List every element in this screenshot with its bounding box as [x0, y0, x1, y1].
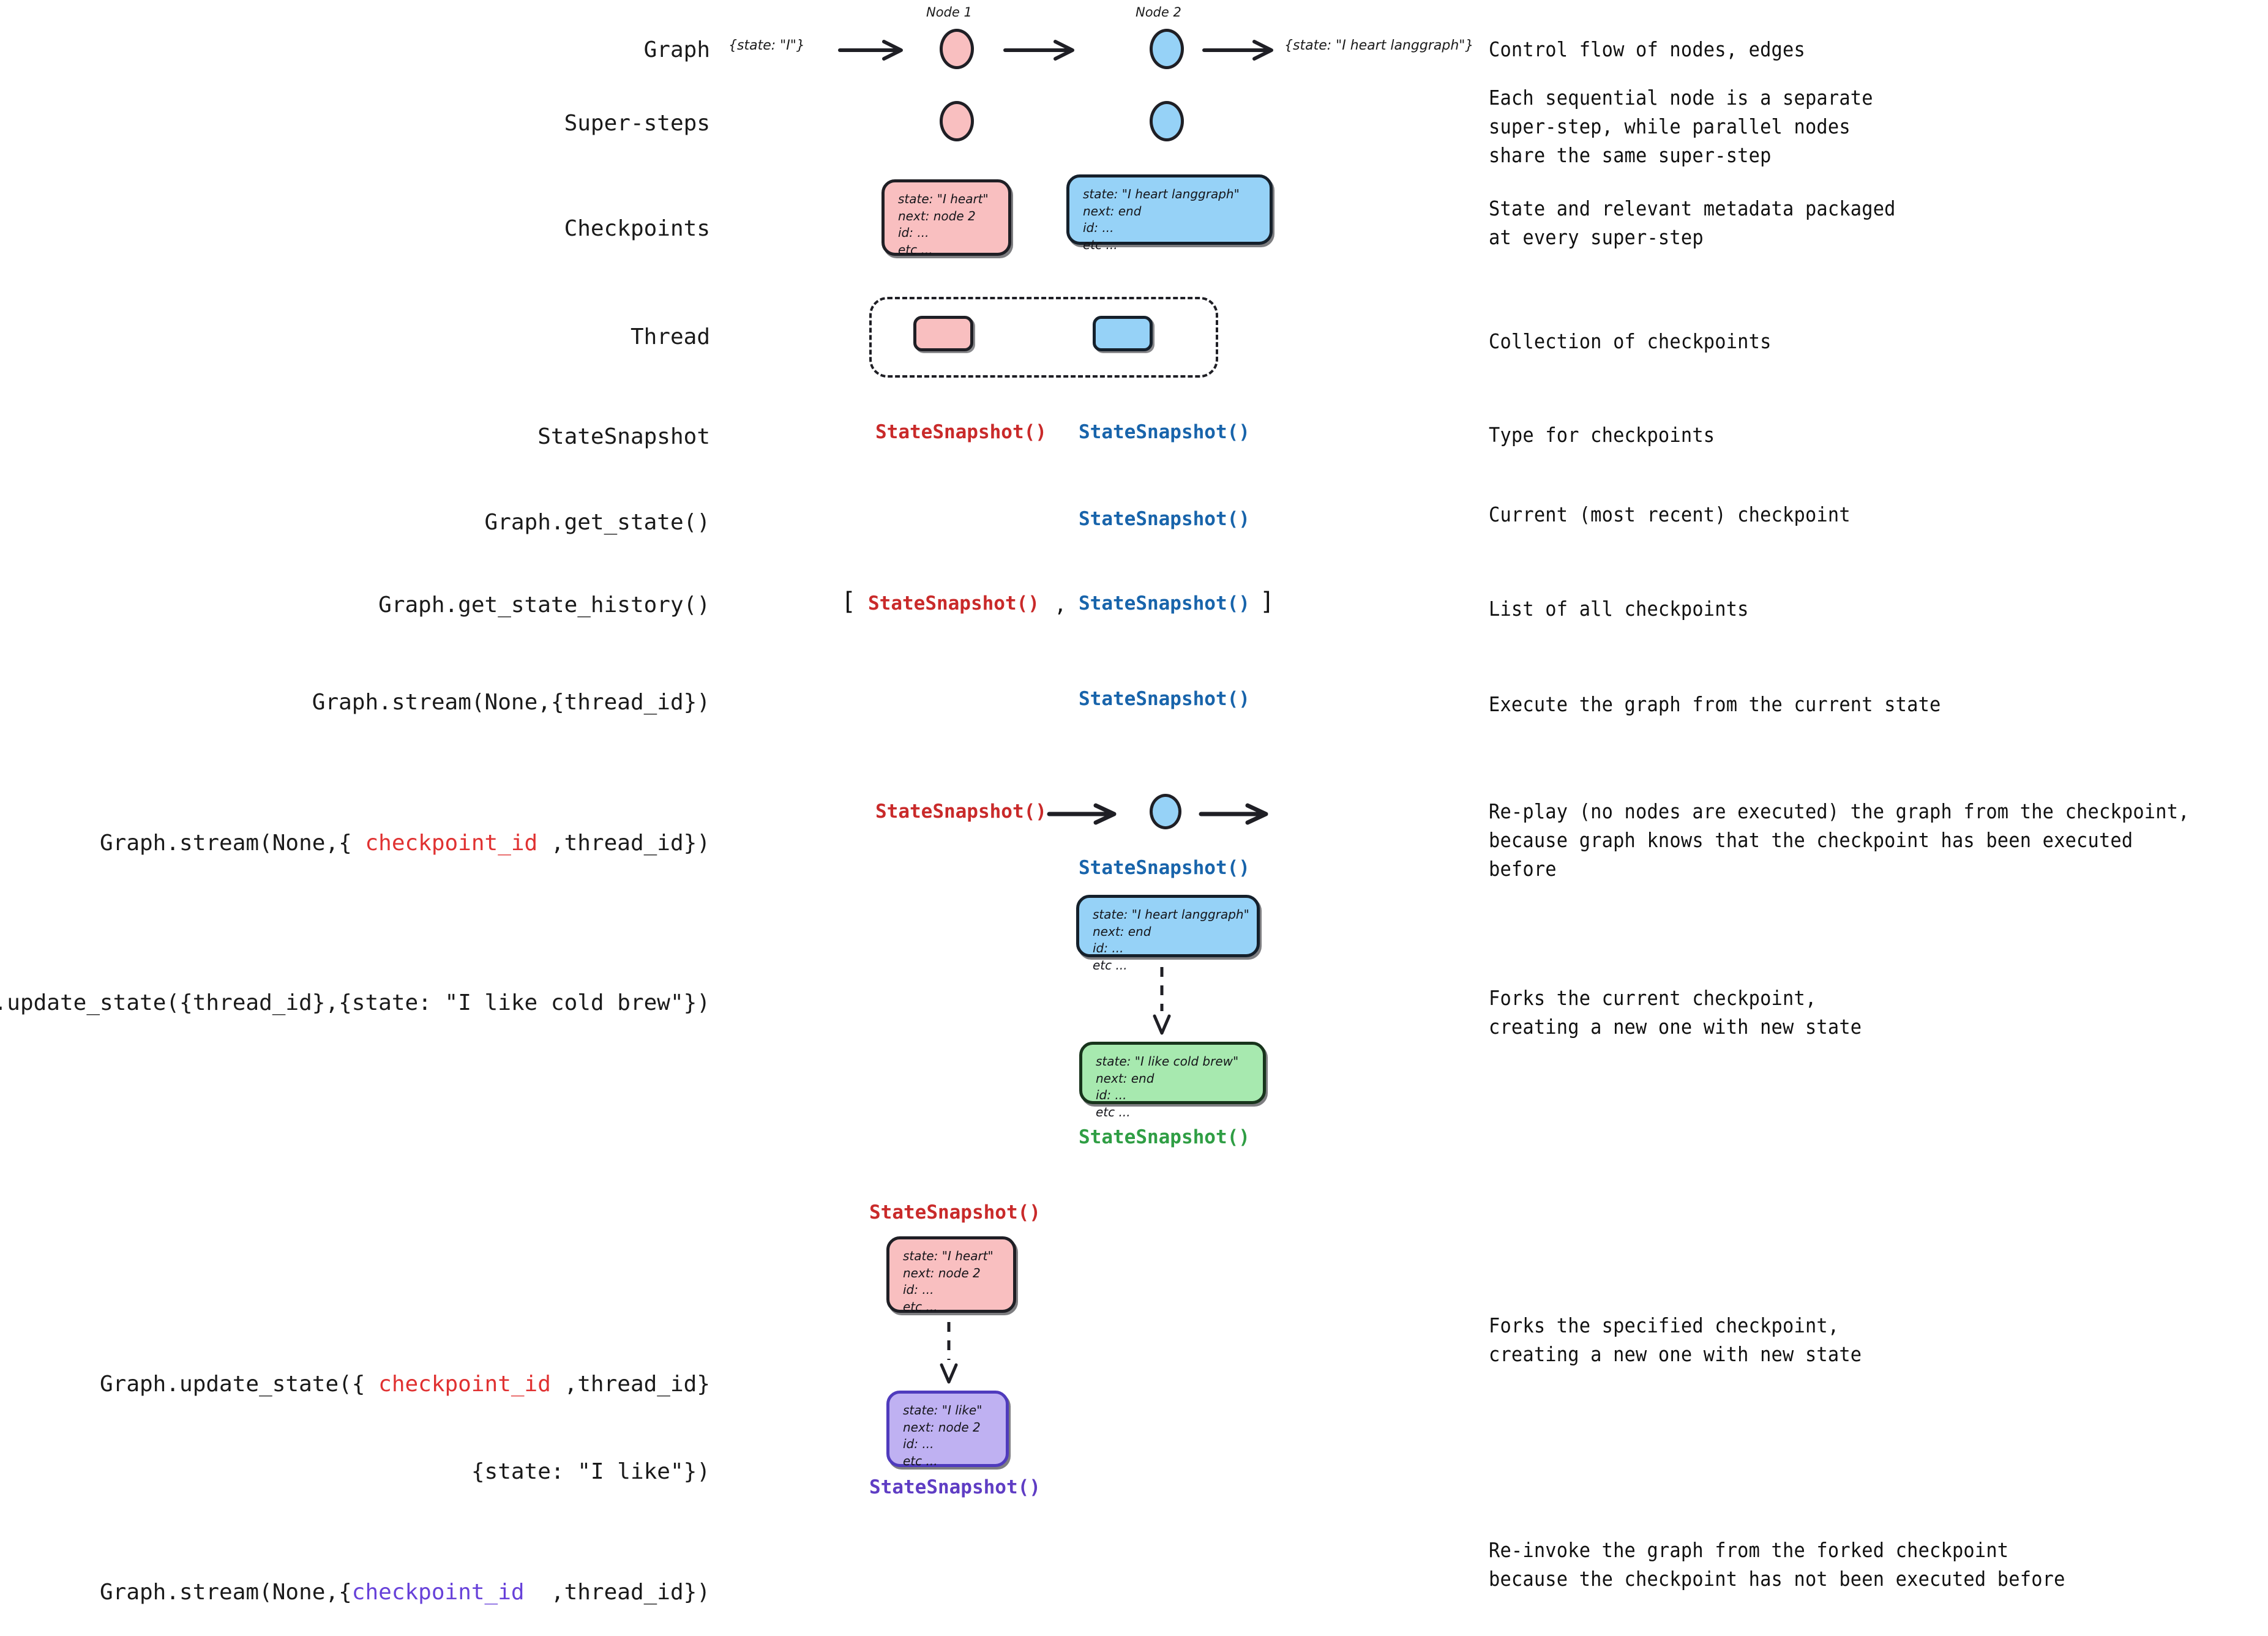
edge-arrow-3 [1202, 40, 1273, 61]
card-line: id: ... [903, 1282, 934, 1298]
row-description-statesnapshot: Type for checkpoints [1489, 423, 1715, 447]
card-line: etc ... [903, 1453, 938, 1468]
thread-chip-pink [913, 316, 973, 351]
snapshot-label-replay-result: StateSnapshot() [1079, 857, 1250, 879]
row-label-super-steps: Super-steps [564, 111, 710, 136]
fork-arrow-to-violet [940, 1322, 958, 1384]
diagram-canvas: Graph Super-steps Checkpoints Thread Sta… [0, 5, 2190, 1605]
snapshot-label-stream-thread: StateSnapshot() [1079, 688, 1250, 710]
row-description-checkpoints: State and relevant metadata packaged at … [1489, 196, 1896, 249]
card-line: state: "I heart" [903, 1249, 994, 1263]
row-description-stream-checkpoint: Re-play (no nodes are executed) the grap… [1489, 799, 2190, 881]
card-line: state: "I like cold brew" [1096, 1054, 1239, 1069]
row-description-update-state-thread: Forks the current checkpoint, creating a… [1489, 986, 1862, 1039]
card-line: etc ... [1083, 237, 1118, 252]
card-line: state: "I heart" [898, 192, 989, 206]
row-description-get-state-history: List of all checkpoints [1489, 597, 1749, 621]
row-label-statesnapshot: StateSnapshot [537, 424, 710, 449]
replay-arrow-1 [1047, 803, 1117, 825]
input-state-label: {state: "I"} [728, 38, 805, 53]
card-line: etc ... [903, 1299, 938, 1314]
label-prefix: Graph.update_state({ [99, 1372, 379, 1397]
node-1-caption: Node 1 [926, 5, 972, 20]
fork-card-green: state: "I like cold brew" next: end id: … [1079, 1042, 1266, 1119]
label-suffix: ,thread_id}) [524, 1579, 710, 1605]
super-step-node-1 [940, 101, 974, 141]
card-line: etc ... [898, 242, 933, 257]
row-label-stream-checkpoint: Graph.stream(None,{ checkpoint_id ,threa… [47, 799, 710, 887]
card-line: state: "I like" [903, 1403, 982, 1417]
fork-arrow-to-green [1153, 967, 1171, 1035]
snapshot-label-replay-source: StateSnapshot() [875, 801, 1047, 823]
checkpoint-card-blue: state: "I heart langgraph" next: end id:… [1066, 174, 1273, 252]
checkpoint-id-token: checkpoint_id [378, 1372, 551, 1397]
row-description-thread: Collection of checkpoints [1489, 329, 1772, 353]
replay-arrow-2 [1199, 803, 1268, 825]
card-line: id: ... [903, 1436, 934, 1452]
row-description-stream-thread: Execute the graph from the current state [1489, 692, 1941, 716]
card-line: next: node 2 [903, 1419, 981, 1435]
card-line: etc ... [1093, 957, 1128, 973]
checkpoint-id-token: checkpoint_id [365, 830, 538, 856]
row-description-stream-forked: Re-invoke the graph from the forked chec… [1489, 1538, 2065, 1591]
node-2-shape [1150, 29, 1184, 69]
card-line: next: end [1096, 1070, 1155, 1086]
label-line-2: {state: "I like"}) [471, 1459, 710, 1484]
snapshot-label-blue: StateSnapshot() [1079, 421, 1250, 443]
fork-card-violet: state: "I like" next: node 2 id: ... etc… [886, 1391, 1009, 1468]
card-line: next: end [1083, 203, 1142, 219]
fork-card-pink: state: "I heart" next: node 2 id: ... et… [886, 1236, 1016, 1314]
list-close-bracket: ] [1260, 588, 1275, 616]
node-1-shape [940, 29, 974, 69]
snapshot-label-fork-source: StateSnapshot() [869, 1201, 1041, 1223]
label-suffix: ,thread_id}) [537, 830, 710, 856]
thread-container [869, 297, 1218, 378]
output-state-label: {state: "I heart langgraph"} [1284, 38, 1474, 53]
card-line: id: ... [1096, 1088, 1127, 1103]
row-label-graph: Graph [643, 37, 710, 62]
row-label-thread: Thread [630, 324, 710, 349]
list-open-bracket: [ [841, 588, 856, 616]
snapshot-label-history-1: StateSnapshot() [1079, 592, 1250, 614]
snapshot-label-history-0: StateSnapshot() [868, 592, 1039, 614]
snapshot-label-pink: StateSnapshot() [875, 421, 1047, 443]
card-line: state: "I heart langgraph" [1093, 907, 1249, 922]
label-line-1: Graph.update_state({ checkpoint_id ,thre… [100, 1370, 710, 1399]
row-label-update-state-thread: Graph.update_state({thread_id},{state: "… [0, 990, 710, 1015]
list-separator: , [1054, 592, 1067, 617]
row-label-stream-thread: Graph.stream(None,{thread_id}) [312, 690, 710, 715]
node-2-caption: Node 2 [1136, 5, 1181, 20]
row-label-get-state-history: Graph.get_state_history() [378, 592, 710, 618]
row-label-checkpoints: Checkpoints [564, 216, 710, 241]
row-label-stream-forked: Graph.stream(None,{checkpoint_id ,thread… [47, 1548, 710, 1636]
replay-node [1150, 794, 1181, 829]
label-suffix: ,thread_id} [550, 1372, 710, 1397]
card-line: id: ... [1093, 941, 1124, 956]
super-step-node-2 [1150, 101, 1184, 141]
card-line: next: node 2 [898, 208, 976, 223]
snapshot-label-violet: StateSnapshot() [869, 1476, 1041, 1498]
card-line: id: ... [1083, 220, 1114, 236]
checkpoint-card-pink: state: "I heart" next: node 2 id: ... et… [881, 179, 1011, 257]
card-line: state: "I heart langgraph" [1083, 187, 1240, 201]
snapshot-label-green: StateSnapshot() [1079, 1126, 1250, 1148]
row-description-get-state: Current (most recent) checkpoint [1489, 502, 1851, 526]
edge-arrow-2 [1003, 40, 1074, 61]
card-line: next: node 2 [903, 1265, 981, 1280]
snapshot-label-get-state: StateSnapshot() [1079, 508, 1250, 530]
label-prefix: Graph.stream(None,{ [99, 830, 365, 856]
row-description-update-state-checkpoint: Forks the specified checkpoint, creating… [1489, 1313, 1862, 1366]
row-label-get-state: Graph.get_state() [484, 510, 710, 535]
card-line: etc ... [1096, 1104, 1131, 1119]
row-description-graph: Control flow of nodes, edges [1489, 37, 1805, 61]
card-line: id: ... [898, 225, 929, 241]
card-line: next: end [1093, 924, 1151, 939]
replay-card-blue: state: "I heart langgraph" next: end id:… [1076, 895, 1260, 973]
edge-arrow-1 [838, 40, 903, 61]
row-description-super-steps: Each sequential node is a separate super… [1489, 86, 1873, 167]
row-label-update-state-checkpoint: Graph.update_state({ checkpoint_id ,thre… [100, 1312, 710, 1544]
label-prefix: Graph.stream(None,{ [99, 1579, 352, 1605]
checkpoint-id-token: checkpoint_id [351, 1579, 525, 1605]
thread-chip-blue [1093, 316, 1153, 351]
